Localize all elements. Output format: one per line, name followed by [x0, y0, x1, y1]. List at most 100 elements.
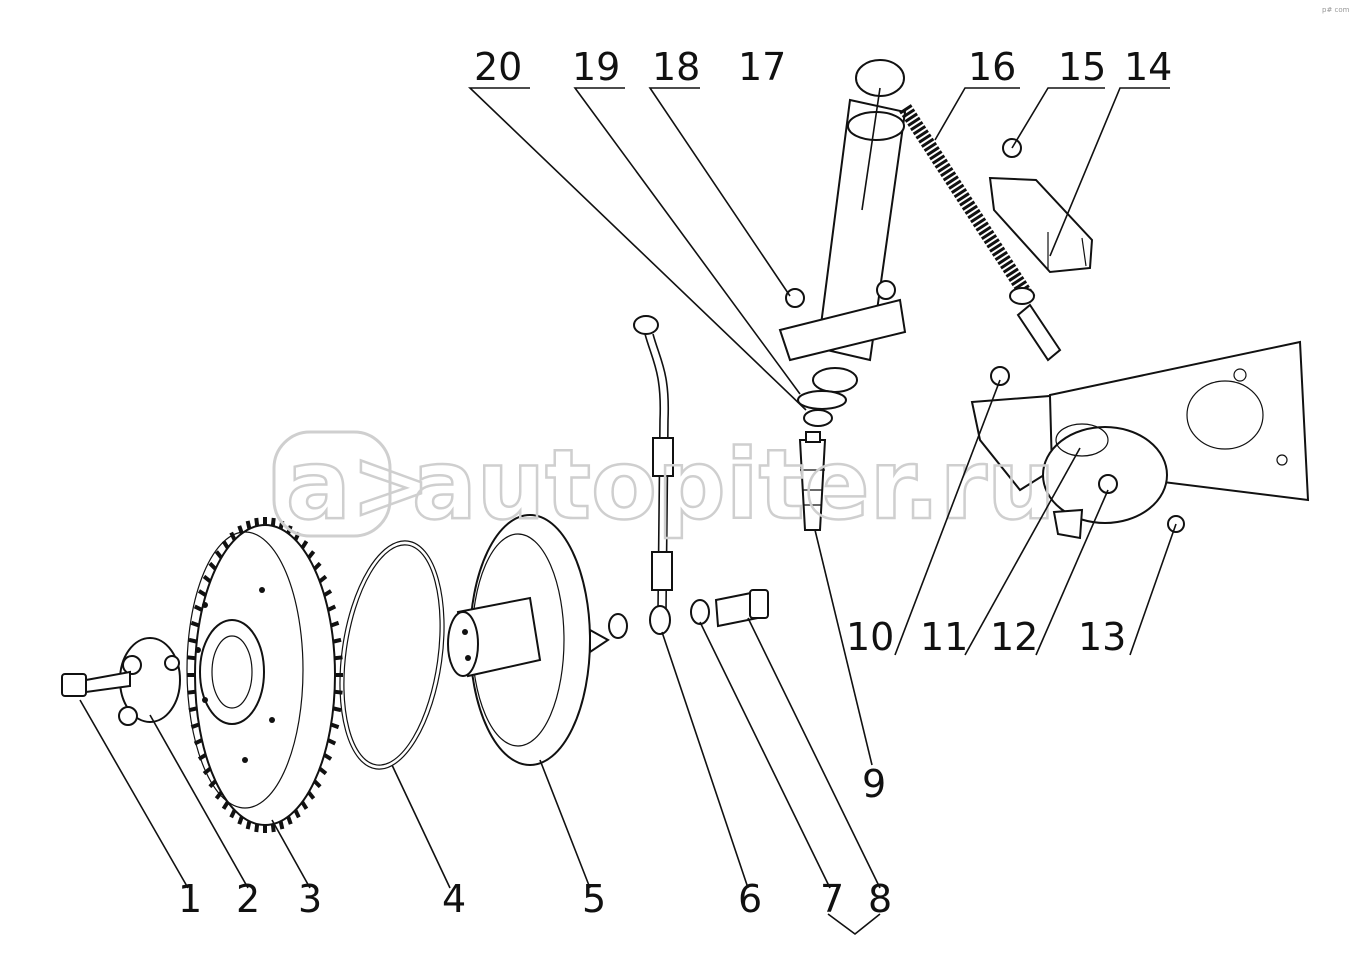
- callout-1: 1: [178, 877, 202, 921]
- callout-labels: 1 2 3 4 5 6 7 8 9 10 11 12 13 14 15 16 1…: [178, 45, 1172, 921]
- gear-tooth: [278, 820, 285, 830]
- leader-20: [468, 87, 807, 411]
- gear-tooth: [330, 722, 340, 730]
- callout-3: 3: [298, 877, 322, 921]
- gear-tooth: [327, 738, 337, 746]
- gear-tooth: [188, 706, 198, 713]
- gear-tooth: [313, 779, 322, 789]
- callout-14: 14: [1124, 45, 1172, 89]
- pump-assembly-part: [970, 340, 1310, 540]
- gear-tooth: [313, 561, 322, 571]
- leader-lines: [79, 87, 1177, 936]
- callout-20: 20: [474, 45, 522, 89]
- filter-housing-part: [778, 59, 907, 427]
- gear-tooth: [188, 637, 198, 644]
- gear-tooth: [202, 766, 212, 776]
- gear-tooth: [293, 809, 301, 819]
- leader-10: [894, 379, 1001, 656]
- gear-tooth: [187, 689, 196, 695]
- gear-tooth: [221, 540, 230, 550]
- gear-tooth: [286, 815, 293, 825]
- callout-11: 11: [920, 615, 968, 659]
- leader-8: [747, 617, 881, 889]
- gear-tooth: [208, 561, 217, 571]
- callout-13: 13: [1078, 615, 1126, 659]
- gear-tooth: [190, 722, 200, 730]
- callout-2: 2: [236, 877, 260, 921]
- hose-part: [899, 104, 1062, 362]
- gear-tooth: [221, 800, 230, 810]
- gear-tooth: [193, 604, 203, 612]
- gear-tooth: [334, 689, 343, 695]
- callout-5: 5: [582, 877, 606, 921]
- gear-tooth: [270, 823, 276, 833]
- callout-16: 16: [968, 45, 1016, 89]
- callout-7: 7: [820, 877, 844, 921]
- gear-tooth: [237, 815, 244, 825]
- watermark-text: autopiter.ru: [412, 429, 1055, 541]
- oil-line-part: [608, 315, 710, 639]
- o-ring-part: [339, 540, 445, 770]
- gear-tooth: [300, 540, 309, 550]
- gear-tooth: [318, 766, 328, 776]
- leader-4: [391, 764, 451, 889]
- leader-6: [661, 631, 749, 889]
- gear-tooth: [332, 637, 342, 644]
- leader-5: [539, 759, 591, 889]
- bolt-part: [61, 670, 131, 697]
- gear-tooth: [300, 800, 309, 810]
- gear-tooth: [190, 620, 200, 628]
- leader-7: [699, 621, 831, 889]
- leader-12: [1035, 489, 1109, 656]
- gear-tooth: [187, 655, 196, 661]
- gear-part: [186, 517, 343, 833]
- corner-tag: p# com: [1322, 6, 1350, 14]
- gear-tooth: [330, 620, 340, 628]
- gear-tooth: [323, 753, 333, 761]
- gear-tooth: [202, 574, 212, 584]
- watermark-logo-icon: [272, 430, 392, 538]
- callout-17: 17: [738, 45, 786, 89]
- watermark: a> autopiter.ru: [272, 428, 1057, 542]
- leader-9: [814, 529, 873, 766]
- callout-10: 10: [846, 615, 894, 659]
- leader-18: [648, 87, 791, 297]
- gear-tooth: [254, 517, 260, 527]
- gear-tooth: [307, 550, 316, 559]
- hub-part: [447, 514, 610, 766]
- leader-2: [149, 714, 249, 889]
- gear-tooth: [214, 791, 223, 800]
- gear-tooth: [318, 574, 328, 584]
- callout-4: 4: [442, 877, 466, 921]
- gear-tooth: [245, 820, 252, 830]
- gear-tooth: [214, 550, 223, 559]
- leader-1: [79, 699, 189, 889]
- callout-12: 12: [990, 615, 1038, 659]
- gear-tooth: [307, 791, 316, 800]
- callout-6: 6: [738, 877, 762, 921]
- leader-17: [861, 87, 881, 211]
- gear-tooth: [332, 706, 342, 713]
- gear-tooth: [229, 809, 237, 819]
- leader-15: [1011, 87, 1105, 149]
- gear-tooth: [323, 589, 333, 597]
- gear-tooth: [229, 531, 237, 541]
- callout-18: 18: [652, 45, 700, 89]
- gear-tooth: [270, 517, 276, 527]
- callout-9: 9: [862, 762, 886, 806]
- leader-14: [1049, 87, 1170, 257]
- leader-11: [964, 447, 1081, 656]
- gear-tooth: [245, 520, 252, 530]
- leader-16: [934, 87, 1020, 141]
- gear-tooth: [254, 823, 260, 833]
- callout-8: 8: [868, 877, 892, 921]
- banjo-bolt-part: [714, 589, 769, 628]
- callout-19: 19: [572, 45, 620, 89]
- leader-13: [1129, 523, 1177, 656]
- plug-part: [798, 431, 827, 531]
- leader-78-bracket: [827, 913, 881, 936]
- leader-3: [271, 819, 311, 889]
- watermark-logo-mark: a>: [286, 429, 431, 541]
